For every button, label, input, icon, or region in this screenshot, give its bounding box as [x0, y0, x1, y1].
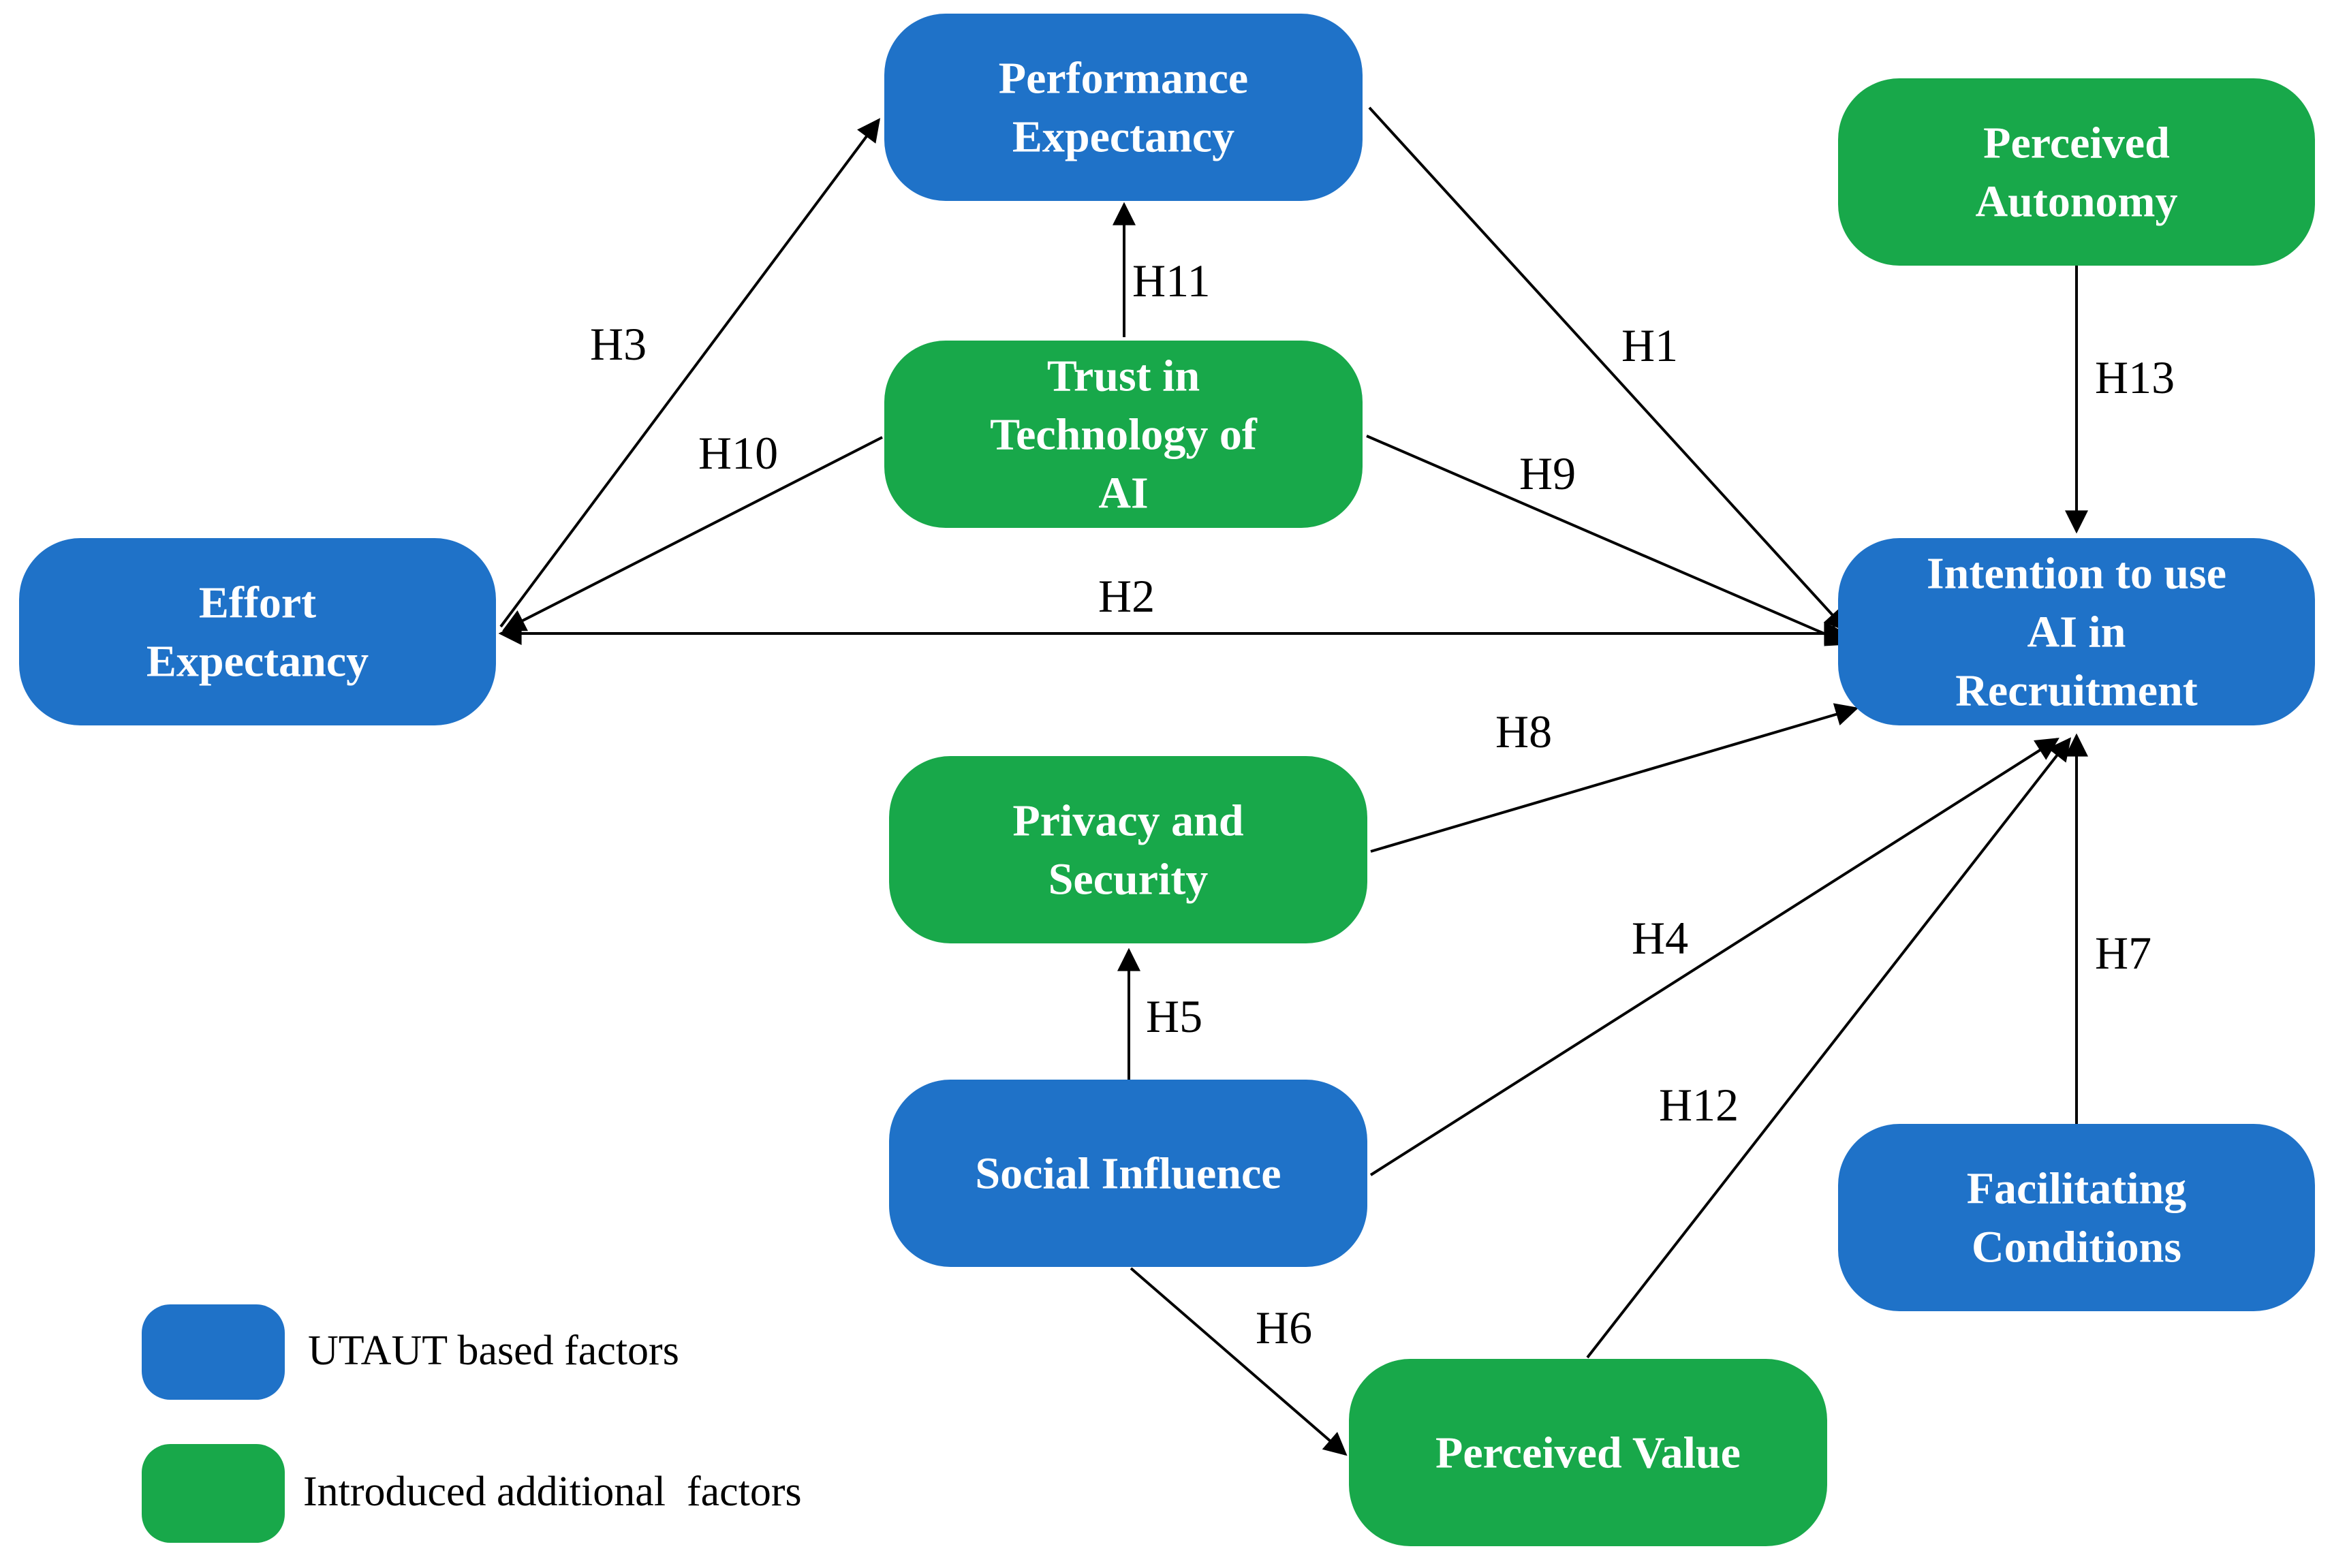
node-label-line: Conditions	[1972, 1223, 2181, 1272]
node-label-line: Facilitating	[1967, 1164, 2187, 1214]
node-label-line: Perceived	[1983, 119, 2170, 168]
edge-label-h12: H12	[1659, 1079, 1739, 1131]
edge-h10	[501, 436, 883, 631]
node-label-line: Expectancy	[1012, 112, 1234, 162]
edge-h6	[1130, 1267, 1348, 1456]
node-box	[1838, 78, 2315, 266]
node-label-line: Autonomy	[1975, 177, 2177, 227]
edge-label-h9: H9	[1519, 448, 1576, 499]
node-label-line: Effort	[199, 578, 316, 628]
node-box	[884, 341, 1363, 528]
legend-swatch-utaut	[142, 1304, 285, 1400]
node-label-line: Security	[1048, 855, 1209, 905]
node-perceived-value: Perceived Value	[1349, 1359, 1827, 1546]
legend-label-utaut: UTAUT based factors	[308, 1328, 679, 1374]
edge-label-h4: H4	[1632, 912, 1688, 964]
node-box	[889, 756, 1367, 943]
legend-swatch-additional	[142, 1444, 285, 1543]
node-box	[1349, 1359, 1827, 1546]
edge-label-h3: H3	[590, 318, 647, 370]
edge-label-h6: H6	[1256, 1302, 1312, 1353]
edge-label-h10: H10	[698, 427, 778, 479]
edge-label-h11: H11	[1132, 255, 1211, 307]
edge-label-h7: H7	[2095, 927, 2151, 979]
edge-h12	[1586, 737, 2072, 1359]
edge-label-h2: H2	[1098, 570, 1155, 622]
edge-h4	[1369, 738, 2059, 1176]
node-label-line: AI	[1098, 469, 1148, 518]
edge-h8	[1370, 703, 1859, 853]
node-box	[889, 1080, 1367, 1267]
node-label-line: Intention to use	[1927, 549, 2226, 599]
node-label-line: Expectancy	[146, 637, 369, 687]
node-social-influence: Social Influence	[889, 1080, 1367, 1267]
edge-h3	[499, 118, 881, 628]
node-label-line: Privacy and	[1012, 796, 1243, 846]
legend: UTAUT based factors Introduced additiona…	[142, 1304, 802, 1543]
edge-h1	[1368, 106, 1848, 632]
node-box	[19, 538, 496, 725]
edge-label-h1: H1	[1621, 319, 1678, 371]
node-label-line: Social Influence	[975, 1149, 1281, 1199]
node-trust-in-technology: Trust in Technology of AI	[884, 341, 1363, 528]
node-label-line: AI in	[2027, 608, 2126, 657]
node-label-line: Technology of	[990, 410, 1258, 460]
node-box	[1838, 1124, 2315, 1311]
node-intention-to-use: Intention to use AI in Recruitment	[1838, 538, 2315, 725]
edge-h9	[1366, 435, 1850, 646]
edge-label-h8: H8	[1495, 706, 1552, 757]
edge-label-h5: H5	[1146, 990, 1202, 1042]
node-box	[1838, 538, 2315, 725]
legend-label-additional: Introduced additional factors	[303, 1469, 802, 1515]
node-label-line: Recruitment	[1955, 666, 2198, 716]
node-label-line: Performance	[999, 54, 1248, 104]
node-label-line: Perceived Value	[1435, 1428, 1741, 1478]
node-label-line: Trust in	[1047, 351, 1200, 401]
edge-label-h13: H13	[2095, 351, 2175, 403]
node-box	[884, 14, 1363, 201]
